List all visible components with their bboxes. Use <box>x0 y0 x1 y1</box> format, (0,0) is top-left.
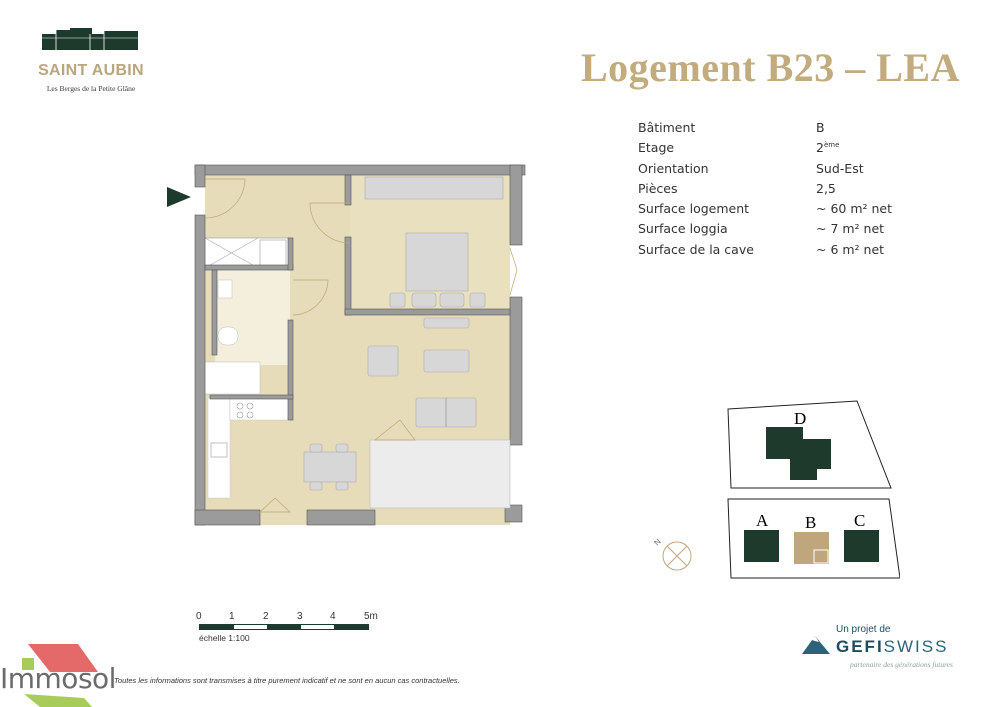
detail-row: Surface loggia ~ 7 m² net <box>638 221 892 241</box>
saint-aubin-logo-icon <box>42 28 140 50</box>
developer-tagline: partenaire des générations futures <box>850 660 953 669</box>
mountain-logo-icon <box>802 636 830 654</box>
building-c-label: C <box>854 511 865 530</box>
svg-text:N: N <box>652 537 663 548</box>
brand-name: SAINT AUBIN <box>38 62 144 79</box>
developer-name: GEFISWISS <box>836 637 949 656</box>
detail-value: 2,5 <box>816 180 836 196</box>
building-d-icon <box>766 427 831 480</box>
detail-row: Bâtiment B <box>638 120 892 140</box>
detail-row: Surface de la cave ~ 6 m² net <box>638 242 892 262</box>
entrance-arrow-icon <box>167 187 191 207</box>
detail-value: Sud-Est <box>816 160 864 176</box>
floor-plan <box>167 164 526 526</box>
detail-row: Pièces 2,5 <box>638 181 892 201</box>
detail-row: Orientation Sud-Est <box>638 161 892 181</box>
detail-label: Surface loggia <box>638 221 728 237</box>
building-a-icon <box>744 530 779 562</box>
detail-row: Surface logement ~ 60 m² net <box>638 201 892 221</box>
detail-label: Surface de la cave <box>638 241 754 257</box>
detail-value: 2ème <box>816 140 840 156</box>
detail-value: ~ 7 m² net <box>816 221 885 237</box>
watermark-text: Immosol <box>0 662 116 695</box>
detail-label: Etage <box>638 140 675 156</box>
brand-subtitle: Les Berges de la Petite Glâne <box>46 84 136 93</box>
building-a-label: A <box>756 511 769 530</box>
scale-bar <box>199 624 369 630</box>
detail-label: Bâtiment <box>638 120 696 135</box>
details-table: Bâtiment B Etage 2ème Orientation Sud-Est P… <box>638 120 892 262</box>
building-c-icon <box>844 530 879 562</box>
page-title: Logement B23 – LEA <box>581 45 960 90</box>
disclaimer: Toutes les informations sont transmises … <box>114 676 460 685</box>
detail-row: Etage 2ème <box>638 140 892 160</box>
detail-value: B <box>816 120 825 135</box>
detail-label: Surface logement <box>638 201 750 217</box>
building-b-label: B <box>805 513 816 532</box>
compass-north-icon: N <box>652 537 692 571</box>
developer-intro: Un projet de <box>836 624 891 635</box>
building-b-icon <box>794 532 829 564</box>
detail-label: Orientation <box>638 160 709 176</box>
detail-value: ~ 60 m² net <box>816 201 893 217</box>
site-plan: D A B C <box>727 400 900 579</box>
detail-value: ~ 6 m² net <box>816 241 885 257</box>
immosol-logo-icon <box>22 644 98 707</box>
detail-label: Pièces <box>638 180 678 196</box>
scale-caption: échelle 1:100 <box>199 633 250 643</box>
building-d-label: D <box>794 409 806 428</box>
